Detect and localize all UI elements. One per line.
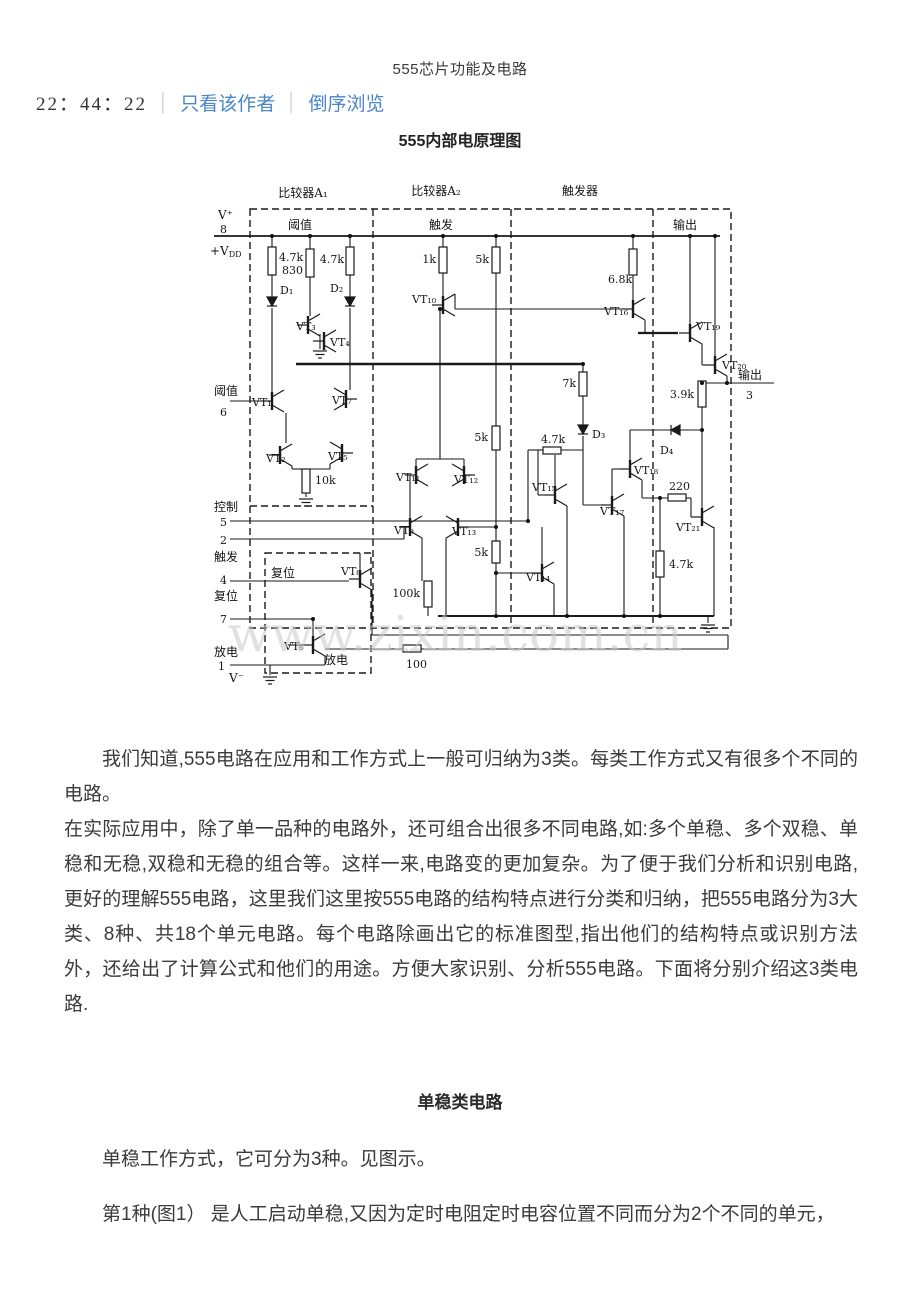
page-title: 555芯片功能及电路 <box>392 61 528 78</box>
pin-vminus-label: V⁻ <box>228 671 244 685</box>
reverse-browse-link[interactable]: 倒序浏览 <box>308 94 385 115</box>
pin-7-label: 7 <box>220 613 227 626</box>
pin-6-label: 6 <box>220 406 227 419</box>
circuit-schematic-555: 比较器A₁ 比较器A₂ 触发器 阈值 触发 输出 复位 放电 V⁺ 8 +VDD… <box>210 183 774 685</box>
transistor-label: VT₈ <box>340 565 361 578</box>
figure-title: 555内部电原理图 <box>398 133 522 150</box>
diode-label: D₂ <box>330 282 343 295</box>
pin-vdd-label: +VDD <box>210 244 242 259</box>
junction-dots <box>270 234 729 621</box>
transistor-label: VT₂₀ <box>721 359 747 372</box>
pin-3-label: 3 <box>746 389 753 402</box>
separator-bar: │ <box>286 92 298 112</box>
transistor-label: VT₇ <box>331 394 352 407</box>
resistor-label: 10k <box>315 474 336 487</box>
resistor-label: 7k <box>562 377 576 390</box>
transistor-label: VT₁ <box>251 396 272 409</box>
resistor-label: 100k <box>392 587 420 600</box>
transistor-label: VT₄ <box>329 336 350 349</box>
separator-bar: │ <box>158 92 170 112</box>
section-boxes <box>249 208 732 674</box>
pin-5-label: 5 <box>220 516 227 529</box>
transistor-label: VT₁₉ <box>695 320 721 333</box>
paragraph-monostable-types: 单稳工作方式，它可分为3种。见图示。 <box>102 1149 436 1170</box>
resistor-label: 1k <box>422 253 436 266</box>
transistor-label: VT₁₃ <box>451 525 476 538</box>
transistor-label: VT₁₁ <box>395 471 420 484</box>
diode-label: D₁ <box>280 284 293 297</box>
resistor-label: 220 <box>669 480 690 493</box>
diode-label: D₄ <box>660 444 674 457</box>
reset-inner-label: 复位 <box>271 565 295 580</box>
pin-threshold-label: 阈值 <box>214 383 238 398</box>
transistor-label: VT₁₀ <box>411 293 437 306</box>
transistor-label: VT₁₇ <box>599 505 625 518</box>
transistor-label: VT₂₁ <box>675 521 700 534</box>
transistor-label: VT₅ <box>327 450 348 463</box>
pin-discharge-label: 放电 <box>214 644 238 659</box>
timestamp: 22：44：22 <box>36 94 148 115</box>
paragraph-classification: 在实际应用中，除了单一品种的电路外，还可组合出很多不同电路,如:多个单稳、多个双… <box>64 819 858 1015</box>
resistor-label: 6.8k <box>608 273 632 286</box>
section-heading-monostable: 单稳类电路 <box>417 1093 503 1112</box>
resistor-label: 4.7k <box>669 558 693 571</box>
transistor-label: VT₁₄ <box>525 571 551 584</box>
article-body: 我们知道,555电路在应用和工作方式上一般可归纳为3类。每类工作方式又有很多个不… <box>64 742 858 1022</box>
resistor-label: 5k <box>475 253 489 266</box>
resistor-label: 5k <box>474 546 488 559</box>
paragraph-intro: 我们知道,555电路在应用和工作方式上一般可归纳为3类。每类工作方式又有很多个不… <box>64 749 858 805</box>
circuit-labels: 比较器A₁ 比较器A₂ 触发器 阈值 触发 输出 复位 放电 V⁺ 8 +VDD… <box>210 183 762 685</box>
pin-vplus-label: V⁺ <box>217 208 233 222</box>
pin-2-label: 2 <box>220 534 227 547</box>
resistor-label: 4.7k <box>279 251 303 264</box>
transistor-label: VT₁₅ <box>531 481 556 494</box>
section-label-flipflop: 触发器 <box>562 183 598 198</box>
resistor-label: 3.9k <box>670 388 694 401</box>
transistor-label: VT₃ <box>295 320 316 333</box>
pin-trigger-label: 触发 <box>214 549 238 564</box>
watermark: www.zixin.com.cn <box>228 605 683 663</box>
pin-reset-label: 复位 <box>214 588 238 603</box>
discharge-inner-label: 放电 <box>324 652 348 667</box>
post-meta: 22：44：22 │ 只看该作者 │ 倒序浏览 <box>36 89 385 116</box>
transistor-label: VT₉ <box>393 524 414 537</box>
threshold-inner-label: 阈值 <box>288 217 312 232</box>
resistor-label: 4.7k <box>541 433 565 446</box>
view-author-link[interactable]: 只看该作者 <box>180 94 276 115</box>
pin-control-label: 控制 <box>214 500 238 514</box>
resistor-label: 5k <box>474 431 488 444</box>
pin-8-label: 8 <box>220 223 227 236</box>
transistor-label: VT₂ <box>265 452 286 465</box>
transistor-label: VT₁₆ <box>603 305 629 318</box>
resistor-label: 100 <box>406 658 427 671</box>
transistor-label: VT₁₂ <box>453 473 478 486</box>
resistor-label: 830 <box>282 264 303 277</box>
resistor-label: 4.7k <box>320 253 344 266</box>
pin-output-label: 输出 <box>738 367 762 382</box>
pin-1-label: 1 <box>218 660 225 673</box>
transistor-label: VT₆ <box>283 640 304 653</box>
output-inner-label: 输出 <box>673 217 697 232</box>
paragraph-type1: 第1种(图1） 是人工启动单稳,又因为定时电阻定时电容位置不同而分为2个不同的单… <box>102 1204 835 1225</box>
section-label-comparator-a2: 比较器A₂ <box>411 183 461 198</box>
circuit-components <box>259 246 729 685</box>
trigger-inner-label: 触发 <box>429 217 453 232</box>
transistor-label: VT₁₈ <box>633 464 659 477</box>
diode-label: D₃ <box>592 428 605 441</box>
pin-4-label: 4 <box>220 574 227 587</box>
section-label-comparator-a1: 比较器A₁ <box>278 185 327 200</box>
